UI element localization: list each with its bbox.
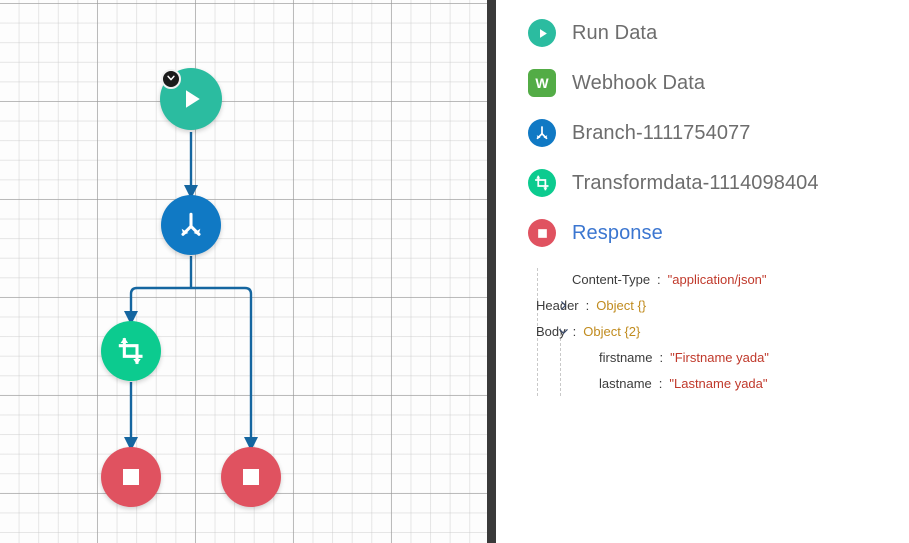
- branch-split-icon: [175, 209, 207, 241]
- tree-value: Object {}: [596, 297, 647, 313]
- transform-crop-icon: [115, 335, 147, 367]
- canvas-vertical-scrollbar[interactable]: [487, 0, 496, 543]
- sidebar-item-transformdata[interactable]: Transformdata-1114098404: [487, 158, 909, 208]
- sidebar-item-branch[interactable]: Branch-1111754077: [487, 108, 909, 158]
- tree-value: Object {2}: [583, 323, 641, 339]
- stop-square-icon: [239, 465, 263, 489]
- tree-key: Header: [536, 297, 579, 313]
- tree-guide-line: [537, 268, 538, 396]
- tree-separator: :: [585, 297, 590, 313]
- transform-circle-icon: [528, 169, 556, 197]
- sidebar-item-label: Response: [572, 221, 663, 244]
- tree-value: "application/json": [667, 271, 767, 287]
- chevron-down-icon: [166, 70, 176, 88]
- play-icon: [176, 84, 206, 114]
- run-data-panel: Run Data W Webhook Data B: [487, 0, 909, 543]
- chevron-down-icon[interactable]: [556, 324, 570, 338]
- sidebar-item-webhook-data[interactable]: W Webhook Data: [487, 58, 909, 108]
- start-node-badge[interactable]: [161, 69, 181, 89]
- webhook-w-icon: W: [528, 69, 556, 97]
- stop-circle-icon: [528, 219, 556, 247]
- tree-row: lastname : "Lastname yada": [536, 370, 909, 396]
- sidebar-item-label: Transformdata-1114098404: [572, 171, 819, 194]
- tree-row[interactable]: Body : Object {2}: [536, 318, 909, 344]
- sidebar-item-run-data[interactable]: Run Data: [487, 8, 909, 58]
- sidebar-item-label: Run Data: [572, 21, 658, 44]
- tree-row: Content-Type : "application/json": [536, 266, 909, 292]
- tree-separator: :: [658, 375, 663, 391]
- tree-key: Content-Type: [572, 271, 651, 287]
- canvas-node-branch[interactable]: [161, 195, 221, 255]
- canvas-node-stop-2[interactable]: [221, 447, 281, 507]
- response-json-tree: Content-Type : "application/json" Header…: [487, 266, 909, 396]
- chevron-right-icon[interactable]: [556, 298, 570, 312]
- tree-row[interactable]: Header : Object {}: [536, 292, 909, 318]
- workflow-canvas[interactable]: [0, 0, 487, 543]
- sidebar-item-response[interactable]: Response: [487, 208, 909, 258]
- webhook-w-glyph: W: [528, 69, 556, 97]
- tree-key: firstname: [599, 349, 653, 365]
- play-circle-icon: [528, 19, 556, 47]
- workflow-edges: [124, 132, 258, 451]
- tree-row: firstname : "Firstname yada": [536, 344, 909, 370]
- tree-separator: :: [572, 323, 577, 339]
- tree-key: lastname: [599, 375, 652, 391]
- sidebar-item-label: Branch-1111754077: [572, 121, 751, 144]
- tree-separator: :: [659, 349, 664, 365]
- stop-square-icon: [119, 465, 143, 489]
- tree-key: Body: [536, 323, 566, 339]
- tree-value: "Lastname yada": [669, 375, 768, 391]
- canvas-node-transform[interactable]: [101, 321, 161, 381]
- branch-circle-icon: [528, 119, 556, 147]
- sidebar-item-label: Webhook Data: [572, 71, 706, 94]
- tree-separator: :: [657, 271, 661, 287]
- tree-value: "Firstname yada": [670, 349, 769, 365]
- canvas-node-stop-1[interactable]: [101, 447, 161, 507]
- tree-guide-line-nested: [560, 328, 561, 396]
